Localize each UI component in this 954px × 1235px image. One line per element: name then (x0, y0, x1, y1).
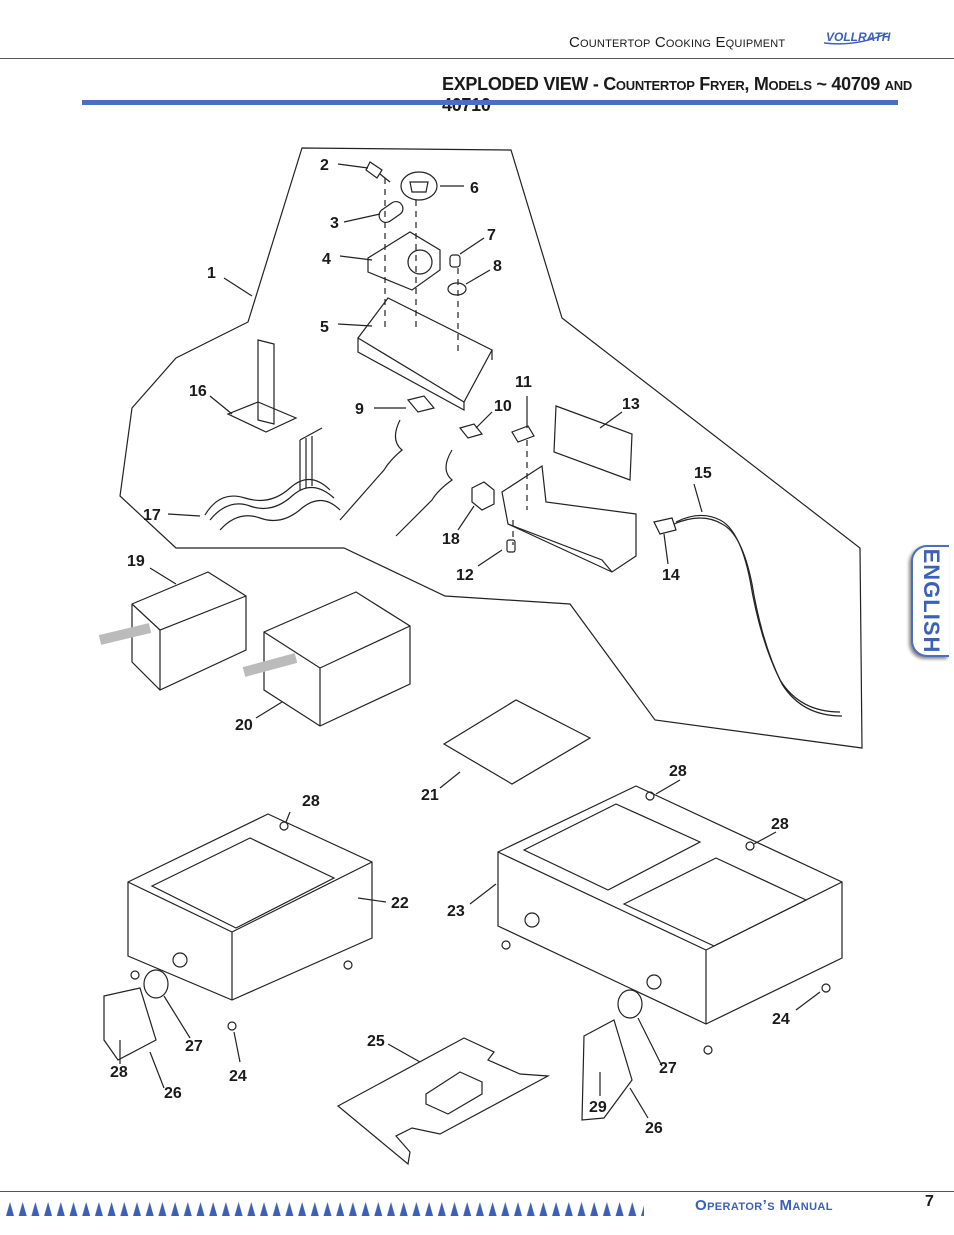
callout: 8 (493, 258, 502, 275)
footer-triangle-pattern (4, 1202, 644, 1216)
part-12-indicator (506, 539, 516, 553)
part-4-plate (367, 231, 441, 291)
callout: 29 (589, 1099, 607, 1116)
callout: 23 (447, 903, 465, 920)
part-20-basket (263, 591, 411, 727)
callout: 24 (229, 1068, 247, 1085)
callout: 16 (189, 383, 207, 400)
callout: 2 (320, 157, 329, 174)
part-5-control-housing (357, 297, 493, 403)
part-11-switch (511, 425, 535, 443)
part-27-gasket-left (143, 969, 169, 999)
footer-rule (0, 1191, 954, 1192)
callout: 5 (320, 319, 329, 336)
callout: 18 (442, 531, 460, 548)
part-25-lid (336, 1037, 551, 1166)
callout: 17 (143, 507, 161, 524)
callout: 21 (421, 787, 439, 804)
svg-text:VOLLRATH: VOLLRATH (826, 30, 891, 44)
part-23-double-tank (497, 785, 843, 1025)
callout: 9 (355, 401, 364, 418)
callout: 20 (235, 717, 253, 734)
part-18-block (471, 481, 495, 511)
part-27-gasket-right (617, 989, 643, 1019)
header-rule (0, 58, 954, 59)
callout: 24 (772, 1011, 790, 1028)
callout: 13 (622, 396, 640, 413)
exploded-view-diagram: 1 2 3 4 5 6 7 8 9 10 11 12 13 14 15 16 1… (98, 147, 863, 1166)
callout: 4 (322, 251, 331, 268)
callout: 11 (515, 374, 532, 391)
callout: 26 (645, 1120, 663, 1137)
part-7-light (449, 254, 461, 268)
callout: 14 (662, 567, 680, 584)
language-tab-label: ENGLISH (919, 548, 944, 654)
part-22-single-tank (127, 813, 373, 1001)
callout: 25 (367, 1033, 385, 1050)
callout: 7 (487, 227, 496, 244)
callout: 22 (391, 895, 409, 912)
part-15-power-cord (675, 514, 841, 713)
part-3-bushing (378, 200, 404, 224)
part-19-basket (131, 571, 247, 691)
part-2-screw (365, 161, 383, 179)
subassembly-outline (119, 147, 863, 749)
callout: 26 (164, 1085, 182, 1102)
callout: 27 (659, 1060, 677, 1077)
header-section-title: Countertop Cooking Equipment (569, 34, 786, 51)
part-26-drain-valve-right (581, 1019, 633, 1121)
part-16-bracket (257, 339, 275, 425)
page-number: 7 (925, 1193, 934, 1210)
part-element-box (501, 464, 637, 573)
part-26-drain-valve-left (103, 987, 157, 1061)
callout: 28 (771, 816, 789, 833)
part-6-knob (400, 171, 438, 201)
part-21-rack (442, 699, 592, 785)
part-17-heating-element (204, 478, 331, 516)
part-13-panel (553, 405, 633, 481)
footer-manual-title: Operator’s Manual (695, 1197, 833, 1214)
language-tab: ENGLISH (911, 545, 949, 657)
callout: 12 (456, 567, 474, 584)
title-underline (82, 100, 898, 105)
callout: 27 (185, 1038, 203, 1055)
callout: 15 (694, 465, 712, 482)
callout: 1 (207, 265, 216, 282)
callout: 28 (669, 763, 687, 780)
callout: 19 (127, 553, 145, 570)
callout: 3 (330, 215, 339, 232)
callout: 28 (110, 1064, 128, 1081)
part-8-grommet (447, 282, 467, 296)
callout: 6 (470, 180, 479, 197)
callout: 10 (494, 398, 512, 415)
part-14-strain-relief (653, 517, 677, 535)
callout: 28 (302, 793, 320, 810)
part-10-thermostat (458, 423, 484, 439)
part-9-thermostat (406, 395, 436, 413)
vollrath-logo: VOLLRATH (822, 29, 891, 45)
